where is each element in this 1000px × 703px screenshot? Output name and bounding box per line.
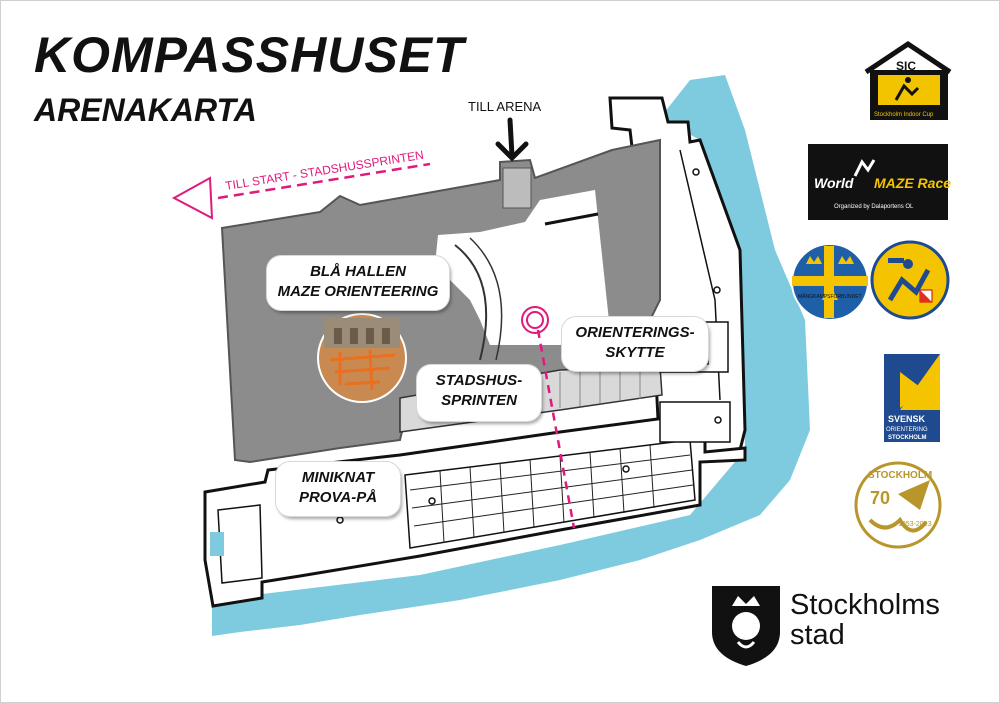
- saint-erik-head-icon: [732, 612, 760, 640]
- svg-text:World: World: [814, 175, 854, 191]
- svg-text:STOCKHOLM: STOCKHOLM: [888, 435, 927, 441]
- west-pool: [210, 532, 224, 556]
- maze-photo-barriers: [329, 349, 396, 391]
- sic-logo: SIC Stockholm Indoor Cup: [864, 40, 952, 120]
- runner-badge-logo: [870, 240, 950, 320]
- stockholms-stad-line2: stad: [790, 619, 845, 651]
- south-wing-grid: [409, 444, 694, 544]
- label-bla-hallen-line2: MAZE ORIENTEERING: [277, 283, 439, 300]
- route-sprint: [536, 329, 576, 529]
- map-subtitle: ARENAKARTA: [34, 92, 257, 128]
- svg-text:SVENSK: SVENSK: [888, 414, 926, 424]
- courtyard: [436, 190, 610, 345]
- sic-house-icon: [864, 40, 952, 75]
- maze-photo-arches: [334, 328, 390, 344]
- svg-text:SIC: SIC: [896, 59, 916, 73]
- runner-icon: [894, 83, 920, 101]
- svg-text:MÅNGKAMPSFÖRBUNDET: MÅNGKAMPSFÖRBUNDET: [798, 293, 862, 300]
- label-stadshussprinten[interactable]: STADSHUS- SPRINTEN: [417, 365, 541, 421]
- start-marker-inner: [526, 311, 544, 329]
- label-miniknat-line1: MINIKNAT: [301, 469, 375, 486]
- svg-text:ORIENTERING: ORIENTERING: [886, 427, 928, 433]
- south-wing-inner: [404, 439, 696, 549]
- west-annex: [217, 504, 263, 584]
- route-to-start: [217, 162, 431, 200]
- badge-runner-icon: [887, 268, 931, 302]
- start-marker-outer: [521, 306, 549, 334]
- stockholm-shield-logo: [712, 586, 780, 666]
- compass-icon: [900, 372, 924, 408]
- gallery-arc: [454, 244, 488, 361]
- svensk-orientering-logo: SVENSK ORIENTERING STOCKHOLM: [884, 354, 940, 442]
- crown-icon: [732, 596, 760, 606]
- svg-text:Stockholm Indoor Cup: Stockholm Indoor Cup: [874, 112, 934, 118]
- label-bla-hallen[interactable]: BLÅ HALLEN MAZE ORIENTEERING: [267, 256, 449, 310]
- svg-text:70: 70: [870, 488, 890, 508]
- svg-text:MAZE Race: MAZE Race: [874, 175, 951, 191]
- stockholms-stad-line1: Stockholms: [790, 589, 940, 621]
- world-maze-race-logo: World MAZE Race Organized by Dalaportens…: [808, 144, 951, 220]
- arcade-hatching: [559, 367, 641, 408]
- label-bla-hallen-line1: BLÅ HALLEN: [310, 263, 406, 280]
- label-stadshussprinten-line2: SPRINTEN: [441, 392, 517, 409]
- wmr-runner-icon: [853, 159, 876, 177]
- anniversary-logo: STOCKHOLM 70 1953-2023: [854, 461, 942, 549]
- label-miniknat-line2: PROVA-PÅ: [298, 489, 378, 506]
- gallery-arc-inner: [469, 237, 503, 361]
- label-orienteringsskytte-line2: SKYTTE: [605, 344, 665, 361]
- label-orienteringsskytte[interactable]: ORIENTERINGS- SKYTTE: [562, 317, 708, 371]
- room-markers: [336, 168, 722, 524]
- entrance-block: [502, 167, 532, 209]
- arena-arrow-icon: [495, 117, 529, 162]
- courtyard-wall: [544, 212, 599, 226]
- start-arrow-icon: [171, 176, 214, 220]
- svg-text:1953-2023: 1953-2023: [898, 521, 932, 528]
- svg-text:STOCKHOLM: STOCKHOLM: [868, 470, 932, 481]
- label-orienteringsskytte-line1: ORIENTERINGS-: [575, 324, 695, 341]
- stockholms-stad-wordmark: Stockholms stad: [790, 590, 940, 650]
- svg-text:Organized by Dalaportens OL: Organized by Dalaportens OL: [834, 204, 914, 210]
- anniversary-compass-icon: [898, 480, 930, 510]
- arena-direction-label: TILL ARENA: [468, 99, 542, 114]
- label-stadshussprinten-line1: STADSHUS-: [435, 372, 523, 389]
- three-crowns-icon: [806, 256, 854, 300]
- map-title: KOMPASSHUSET: [34, 27, 465, 83]
- mangkamp-logo: MÅNGKAMPSFÖRBUNDET: [791, 243, 869, 321]
- label-miniknat[interactable]: MINIKNAT PROVA-PÅ: [276, 462, 400, 516]
